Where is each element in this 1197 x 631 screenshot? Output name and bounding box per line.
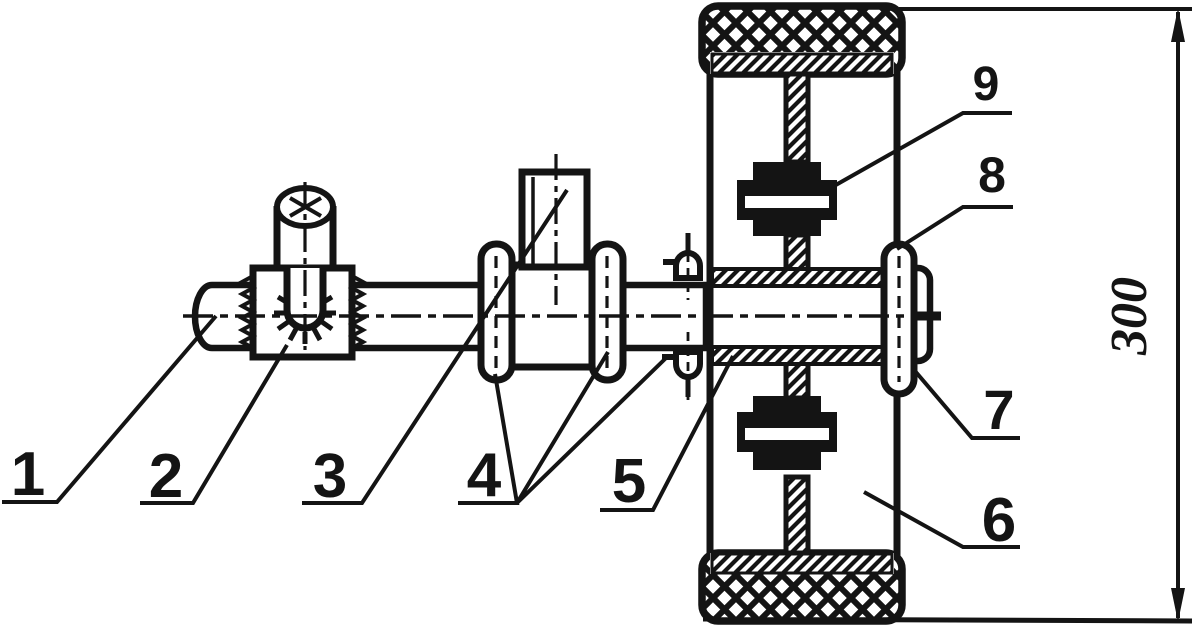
wheel-web-upper-mid: [783, 232, 811, 275]
bushing-bolt-bottom: [662, 332, 703, 400]
hub-flange-bottom: [737, 396, 837, 470]
weld-seam-left: [237, 274, 258, 350]
flange-bottom-bolt-slot: [745, 428, 829, 440]
hub-bushing-top: [710, 267, 888, 288]
leader-2: [140, 343, 289, 505]
axle-end-parts: [880, 240, 941, 398]
dimension-value: 300: [1101, 277, 1158, 356]
callout-7: 7: [983, 378, 1014, 441]
wheel-web-lower-mid: [783, 360, 811, 401]
weld-seam-right: [347, 274, 368, 350]
leader-1: [2, 314, 218, 504]
callout-9: 9: [973, 58, 1000, 111]
leader-5: [600, 355, 735, 512]
leader-4: [458, 350, 668, 505]
leader-7: [913, 369, 1020, 440]
leader-lines: [2, 111, 1020, 549]
callout-6: 6: [982, 486, 1016, 555]
callout-8: 8: [978, 147, 1006, 203]
leader-6: [863, 490, 1020, 549]
callout-5: 5: [612, 447, 646, 516]
callout-1: 1: [11, 440, 45, 509]
callout-4: 4: [467, 441, 502, 510]
bolt-top-washer: [663, 259, 677, 265]
clamp-block-assembly: [237, 182, 368, 361]
callout-3: 3: [313, 442, 347, 511]
bushing-bolt-top: [663, 233, 703, 300]
leader-8: [895, 205, 1013, 251]
callout-2: 2: [149, 442, 183, 511]
flange-top-bolt-slot: [745, 196, 829, 208]
axle-collars: [477, 240, 627, 384]
hub-flange-top: [737, 162, 837, 236]
wheel-web-bottom: [783, 474, 811, 556]
arrow-down-icon: [1171, 588, 1185, 622]
bolt-bottom-washer: [662, 354, 676, 360]
wheel-web-top: [783, 71, 811, 165]
callout-labels: 1 2 3 4 5 6 7 8 9: [11, 58, 1016, 555]
rim-strip-top: [710, 52, 894, 75]
collar-right: [588, 240, 627, 384]
leader-3: [302, 188, 569, 505]
steering-hub-assembly: [507, 154, 598, 371]
hub-bushing-bottom: [710, 345, 888, 366]
leader-9: [833, 111, 1012, 188]
wheel: [662, 2, 906, 625]
arrow-up-icon: [1171, 8, 1185, 42]
rim-strip-bottom: [710, 552, 894, 575]
